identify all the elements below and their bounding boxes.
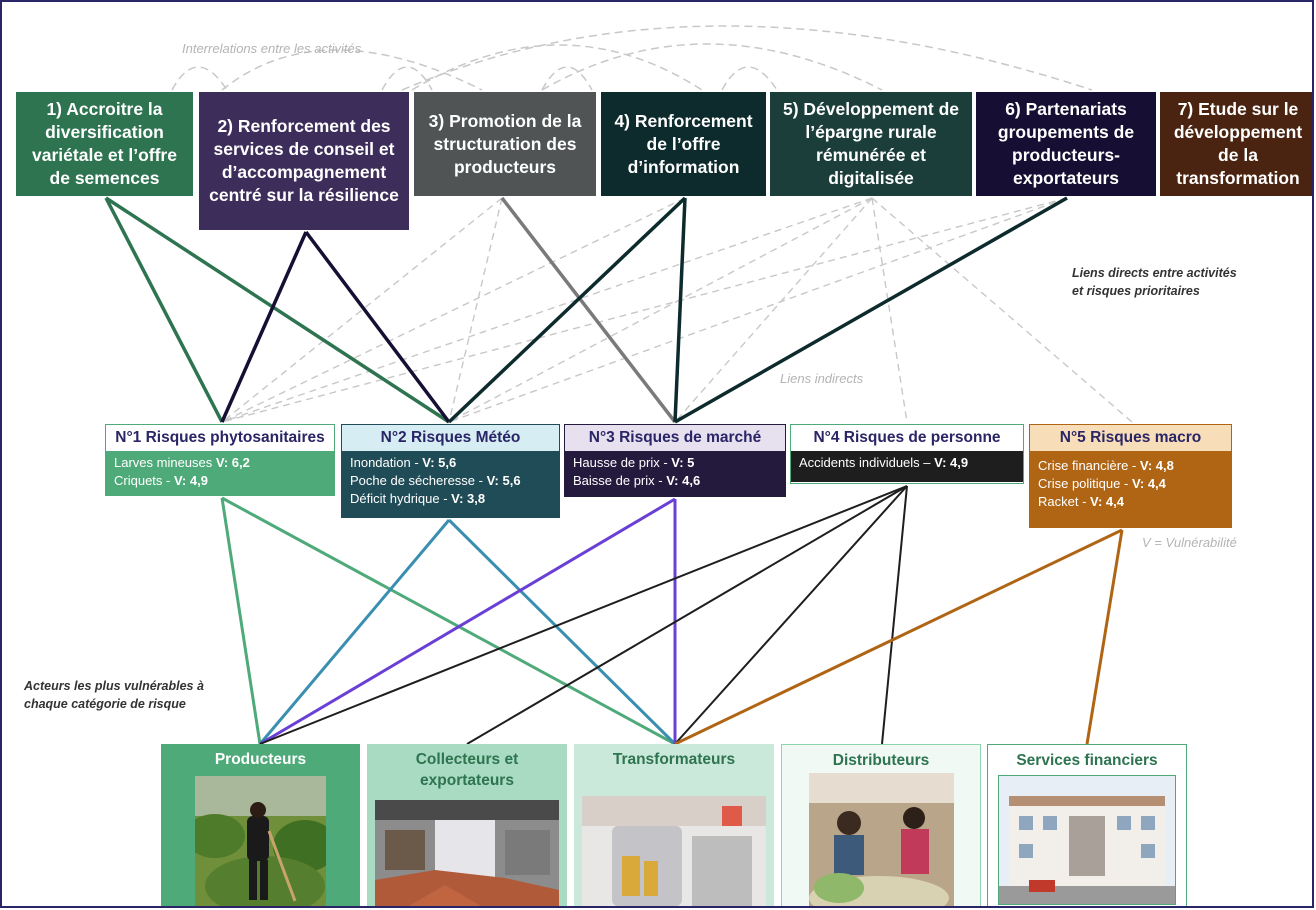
actor-services-financiers-label: Services financiers [1016,752,1158,769]
farmer-photo [195,776,326,906]
actor-collecteurs: Collecteurs et exportateurs [367,744,567,906]
warehouse-photo [375,800,559,906]
bank-building-photo [998,775,1176,905]
actor-link [881,485,908,745]
interrelation-arc [411,44,703,91]
risk-3: N°3 Risques de marché Hausse de prix - V… [564,424,786,497]
activity-1: 1) Accroitre la diversification variétal… [16,92,193,196]
risk-5: N°5 Risques macro Crise financière - V: … [1029,424,1232,528]
indirect-link [448,197,1068,423]
risk-2-body: Inondation - V: 5,6 Poche de sécheresse … [342,451,559,517]
risk-5-item-3: Racket - V: 4,4 [1038,494,1124,509]
risk-3-item-2: Baisse de prix - V: 4,6 [573,473,701,488]
actor-producteurs: Producteurs [161,744,360,906]
actor-link [220,497,262,745]
indirect-link [221,197,503,423]
indirect-link [221,197,1068,423]
actors-note-line-2: chaque catégorie de risque [24,697,186,711]
interrelations-note: Interrelations entre les activités [182,41,362,56]
indirect-link [448,197,873,423]
actor-transformateurs: Transformateurs [574,744,774,906]
indirect-links-note: Liens indirects [780,371,864,386]
risk-5-body: Crise financière - V: 4,8 Crise politiqu… [1030,451,1231,527]
risk-5-item-1: Crise financière - V: 4,8 [1038,458,1174,473]
processing-photo [582,796,766,906]
risk-1-item-1: Larves mineuses V: 6,2 [114,455,250,470]
risk-5-title: N°5 Risques macro [1030,425,1231,451]
direct-link [220,231,308,423]
risk-1-title: N°1 Risques phytosanitaires [106,425,334,451]
interrelation-arc [721,66,778,91]
interrelation-arc [541,66,593,91]
risk-4: N°4 Risques de personne Accidents indivi… [790,424,1024,484]
risk-3-body: Hausse de prix - V: 5 Baisse de prix - V… [565,451,785,496]
activity-6: 6) Partenariats groupements de producteu… [976,92,1156,196]
indirect-link [871,197,1133,423]
indirect-link [448,197,503,423]
vulnerability-note: V = Vulnérabilité [1142,535,1237,550]
direct-links-line-2: et risques prioritaires [1072,284,1200,298]
direct-links-note: Liens directs entre activités et risques… [1072,264,1237,300]
risk-1-body: Larves mineuses V: 6,2 Criquets - V: 4,9 [106,451,334,495]
indirect-link [221,197,686,423]
actor-link [259,485,908,745]
direct-link [105,196,450,424]
actor-link [258,519,451,745]
risk-2-item-3: Déficit hydrique - V: 3,8 [350,491,486,506]
risk-2-title: N°2 Risques Météo [342,425,559,451]
actors-note: Acteurs les plus vulnérables à chaque ca… [24,677,204,713]
actor-link [466,485,908,745]
direct-links-line-1: Liens directs entre activités [1072,266,1237,280]
actor-distributeurs-label: Distributeurs [832,752,930,769]
direct-link [304,230,451,424]
market-photo [808,773,954,906]
actors-note-line-1: Acteurs les plus vulnérables à [24,679,204,693]
activity-2: 2) Renforcement des services de conseil … [199,92,409,230]
risk-2: N°2 Risques Météo Inondation - V: 5,6 Po… [341,424,560,518]
activity-4: 4) Renforcement de l’offre d’information [601,92,766,196]
actor-transformateurs-label: Transformateurs [612,751,736,768]
direct-link [104,197,224,423]
risk-1-item-2: Criquets - V: 4,9 [114,473,208,488]
activity-5: 5) Développement de l’épargne rurale rém… [770,92,972,196]
indirect-link [871,197,908,423]
actor-link [221,496,676,746]
actor-link [1085,529,1124,745]
risk-4-body: Accidents individuels – V: 4,9 [791,451,1023,482]
risk-5-item-2: Crise politique - V: 4,4 [1038,476,1166,491]
direct-link [673,197,687,423]
indirect-link [674,197,873,423]
indirect-link [221,197,873,423]
risk-4-item-1: Accidents individuels – V: 4,9 [799,455,969,470]
risk-3-title: N°3 Risques de marché [565,425,785,451]
interrelation-arc [401,25,1093,91]
actor-link [447,518,677,746]
interrelation-arc [381,66,433,91]
interrelation-arc [221,49,483,91]
activity-3: 3) Promotion de la structuration des pro… [414,92,596,196]
actor-link [674,528,1123,746]
actor-distributeurs: Distributeurs [781,744,981,906]
risk-2-item-2: Poche de sécheresse - V: 5,6 [350,473,521,488]
actor-link [259,497,676,746]
interrelation-arc [171,66,228,91]
activity-7: 7) Etude sur le développement de la tran… [1160,92,1312,196]
risk-2-item-1: Inondation - V: 5,6 [350,455,457,470]
direct-link [447,196,687,424]
interrelation-arc [541,43,883,91]
actor-producteurs-label: Producteurs [214,751,307,768]
actor-link [674,485,908,745]
direct-link [500,196,677,424]
risk-4-title: N°4 Risques de personne [791,425,1023,451]
actor-collecteurs-label: Collecteurs et exportateurs [415,751,519,789]
actor-services-financiers: Services financiers [987,744,1187,906]
risk-3-item-1: Hausse de prix - V: 5 [573,455,695,470]
direct-link [674,196,1068,424]
risk-1: N°1 Risques phytosanitaires Larves mineu… [105,424,335,496]
